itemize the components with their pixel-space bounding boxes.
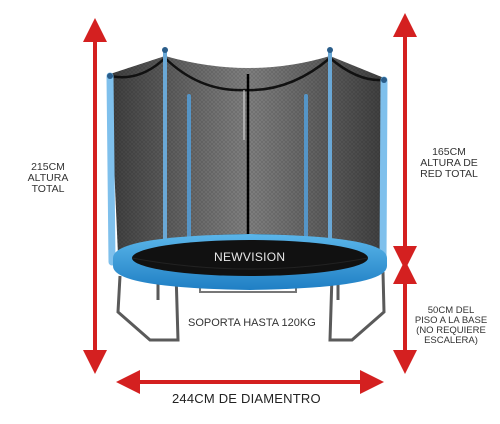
base-height-label: 50CM DEL PISO A LA BASE (NO REQUIERE ESC… [410,306,492,346]
base-height-line-2: PISO A LA BASE [414,314,488,326]
total-height-caption: ALTURA TOTAL [27,172,69,196]
brand-logo-text: NEWVISION [214,250,286,264]
net-poles [106,48,388,266]
total-height-value: 215CM [31,161,65,173]
net-height-label: 165CM ALTURA DE RED TOTAL [411,146,487,181]
base-height-line-1: 50CM DEL [427,305,475,316]
net-height-value: 165CM [432,146,466,158]
capacity-label: SOPORTA HASTA 120KG [188,317,316,329]
base-height-line-4: ESCALERA) [424,334,478,346]
net-height-caption-1: ALTURA DE [420,157,478,170]
net-height-caption-2: RED TOTAL [420,168,478,181]
diameter-label: 244CM DE DIAMENTRO [172,391,321,406]
base-height-line-3: (NO REQUIERE [416,324,486,336]
total-height-label: 215CM ALTURA TOTAL [12,161,84,196]
